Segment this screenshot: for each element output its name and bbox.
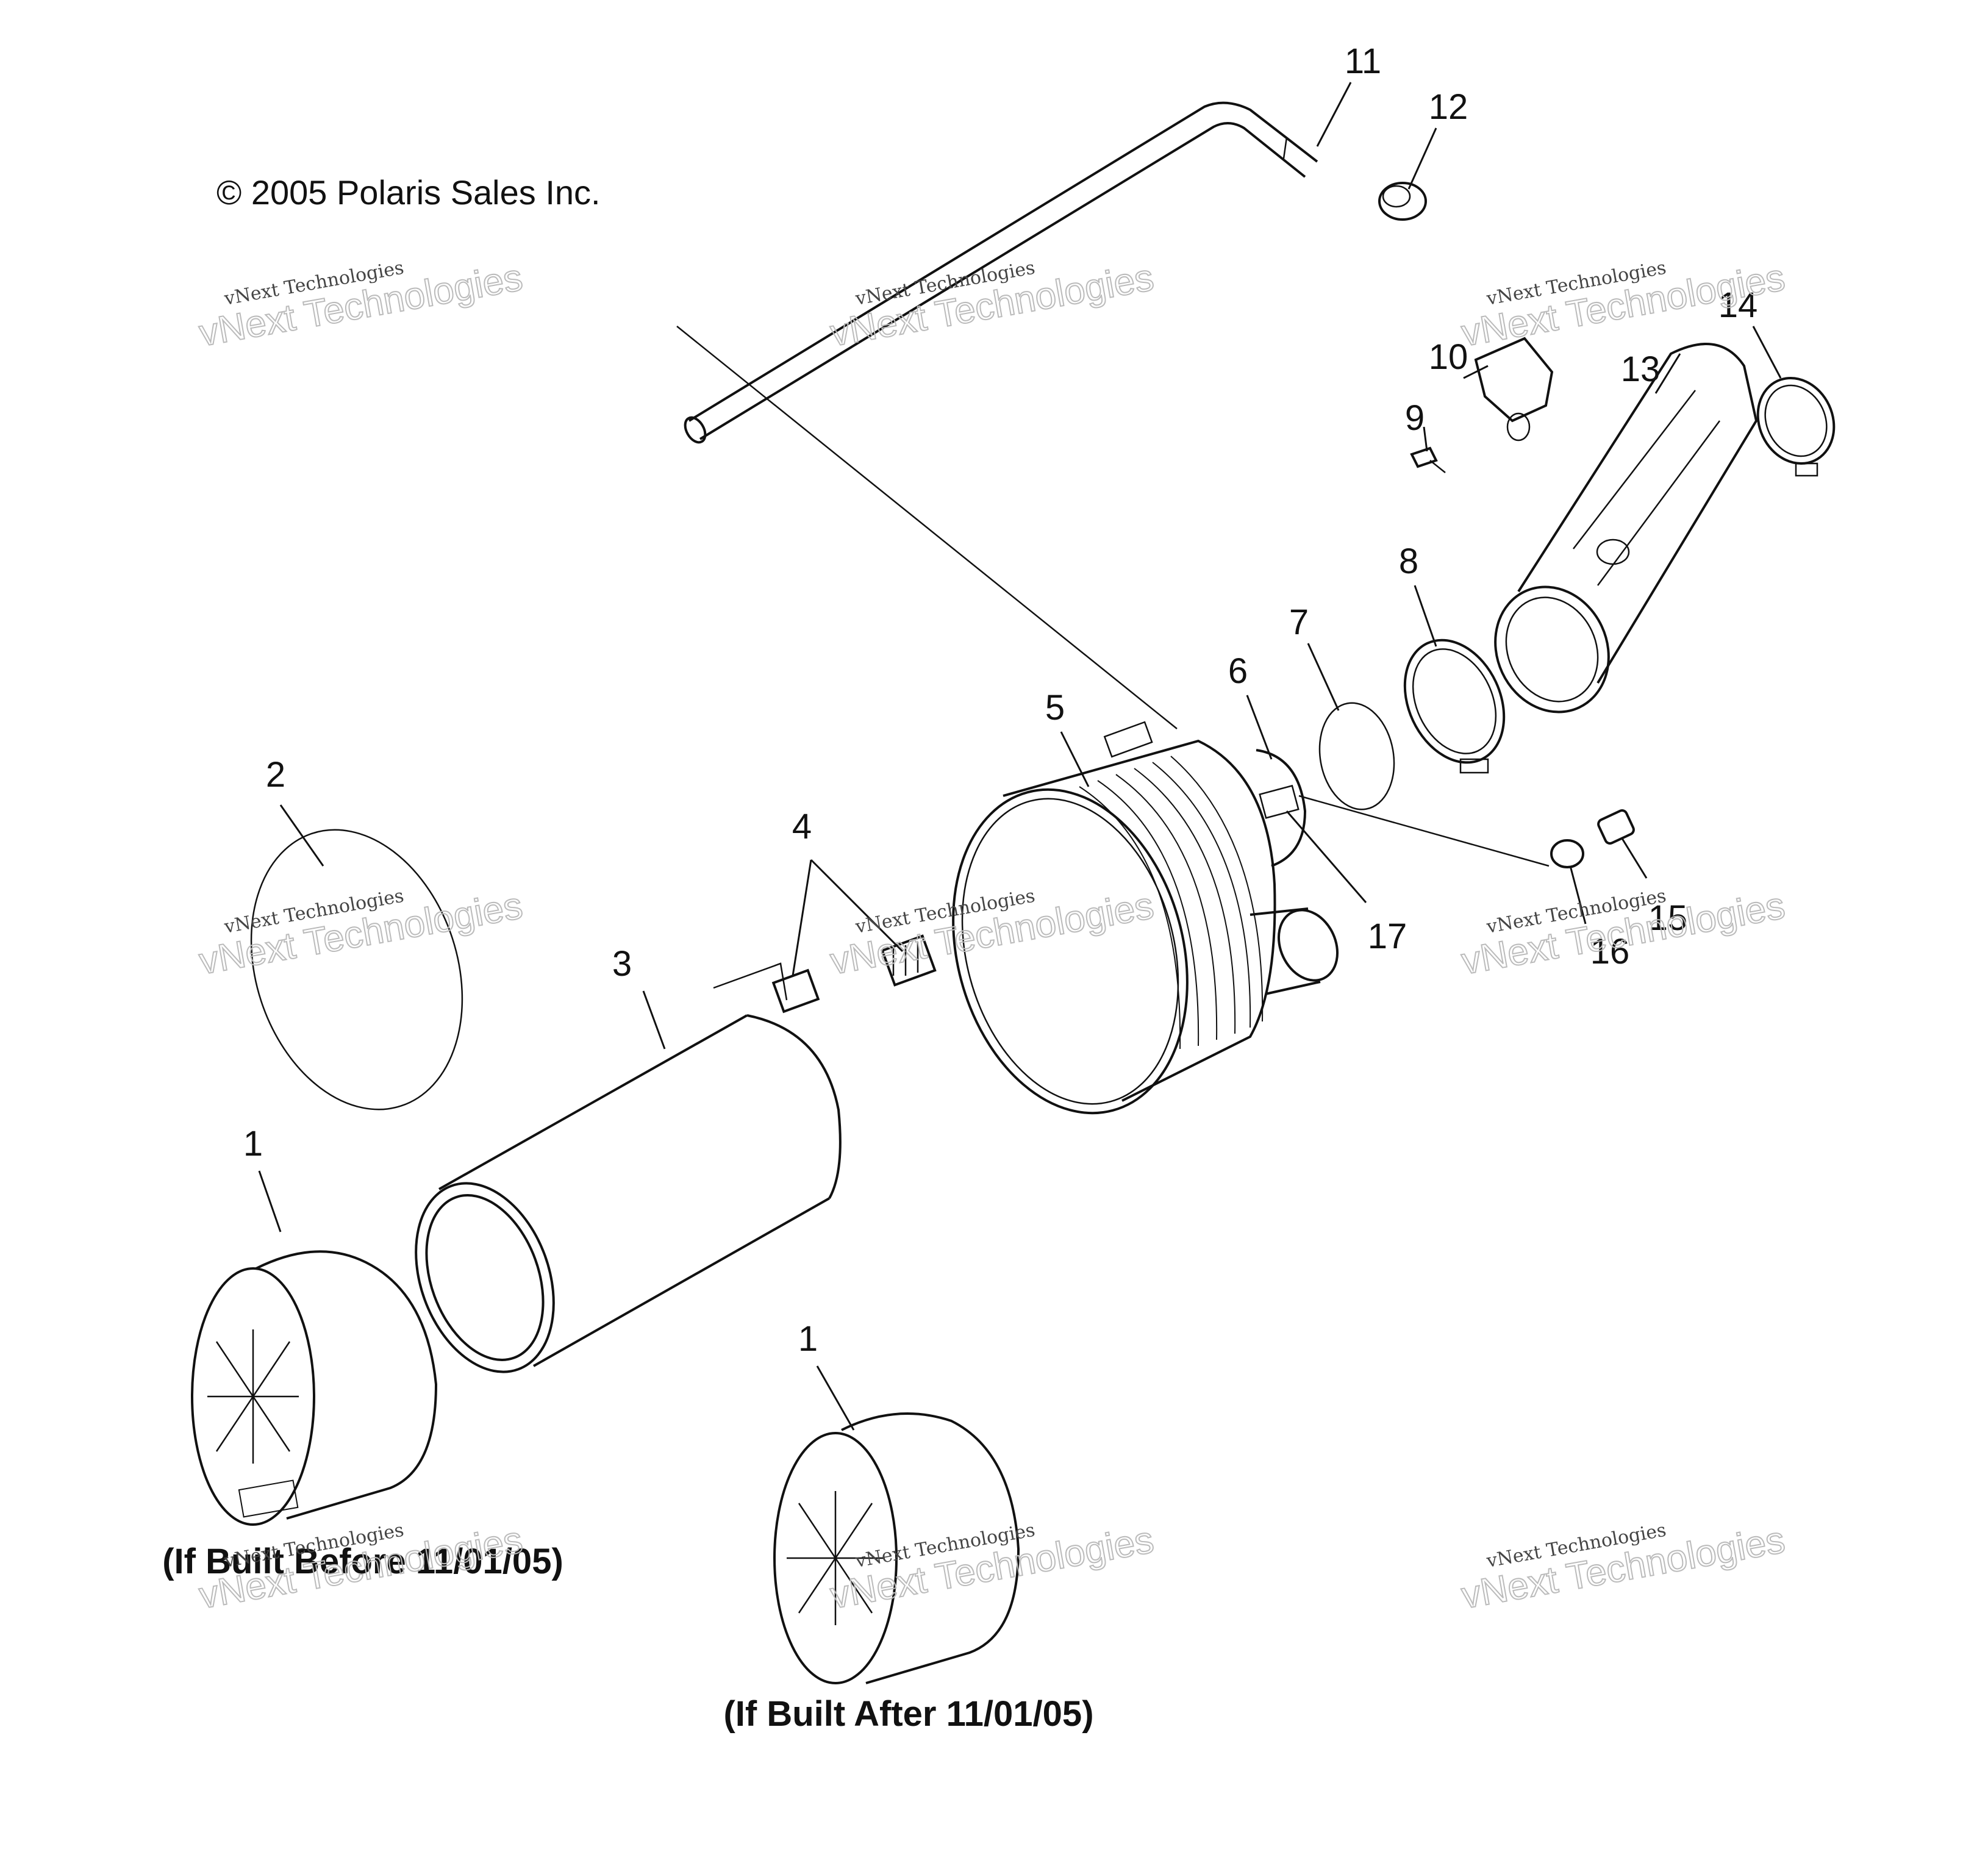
part-16-plug <box>1550 839 1584 868</box>
callout-12: 12 <box>1429 87 1468 127</box>
caption-after: (If Built After 11/01/05) <box>723 1694 1093 1734</box>
watermarks: vNext Technologies vNext Technologies vN… <box>196 256 1789 1617</box>
callout-15: 15 <box>1648 898 1688 938</box>
watermark: vNext Technologies vNext Technologies <box>827 1518 1157 1617</box>
callout-2: 2 <box>266 755 285 795</box>
callout-1-after: 1 <box>798 1319 818 1359</box>
callout-14: 14 <box>1718 285 1758 325</box>
part-4-clips <box>771 934 937 1014</box>
part-7-seal <box>1318 702 1395 810</box>
copyright-text: © 2005 Polaris Sales Inc. <box>216 173 601 212</box>
caption-before: (If Built Before 11/01/05) <box>162 1542 563 1581</box>
callout-1-before: 1 <box>243 1124 263 1164</box>
callout-3: 3 <box>612 944 632 984</box>
callout-7: 7 <box>1289 603 1309 642</box>
part-2-gasket <box>250 829 463 1110</box>
part-10-sensor <box>1474 337 1554 442</box>
callout-9: 9 <box>1405 398 1425 438</box>
part-12-cap <box>1378 182 1427 221</box>
part-11-breather-hose <box>684 101 1318 444</box>
part-13-intake-boot <box>1494 343 1758 713</box>
part-5-airbox <box>952 721 1339 1115</box>
callout-8: 8 <box>1399 542 1418 581</box>
leader-hose-to-airbox <box>676 326 1178 729</box>
part-17-insert <box>1259 784 1300 819</box>
callout-5: 5 <box>1045 688 1065 728</box>
part-14-clamp <box>1756 376 1836 477</box>
part-8-clamp <box>1403 638 1506 774</box>
callout-10: 10 <box>1429 337 1468 377</box>
part-9-screw <box>1410 446 1446 473</box>
watermark: vNext Technologies vNext Technologies <box>1458 256 1789 355</box>
part-3-filter-element <box>415 962 842 1373</box>
watermark: vNext Technologies vNext Technologies <box>1458 1518 1789 1617</box>
callout-16: 16 <box>1590 932 1630 971</box>
watermark: vNext Technologies vNext Technologies <box>827 884 1157 983</box>
callout-4: 4 <box>792 807 812 846</box>
watermark: vNext Technologies vNext Technologies <box>196 1518 526 1617</box>
watermark: vNext Technologies vNext Technologies <box>196 256 526 355</box>
watermark: vNext Technologies vNext Technologies <box>827 256 1157 355</box>
part-15-plug <box>1597 809 1635 845</box>
leader-to-plugs <box>1298 795 1550 867</box>
callout-leaders <box>258 82 1782 1431</box>
watermark: vNext Technologies vNext Technologies <box>196 884 526 983</box>
callout-6: 6 <box>1228 651 1248 691</box>
callout-13: 13 <box>1621 349 1661 389</box>
part-1-cover-after <box>773 1412 1020 1684</box>
part-1-cover-before <box>191 1250 438 1526</box>
callout-11: 11 <box>1345 41 1381 81</box>
callout-17: 17 <box>1368 917 1407 956</box>
